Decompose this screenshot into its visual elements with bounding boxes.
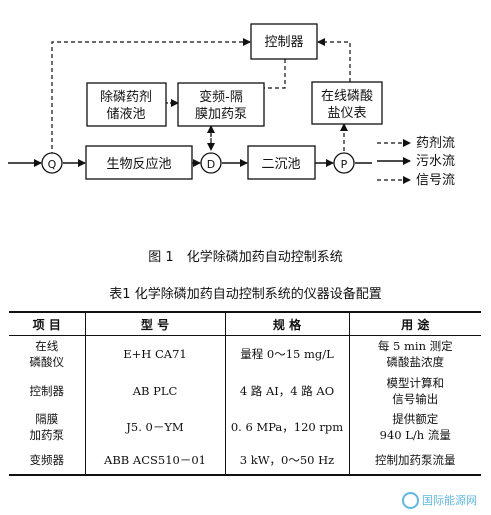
cell-spec: 量程 0～15 mg/L <box>224 335 349 373</box>
pump-label-2: 膜加药泵 <box>195 107 247 122</box>
header-item: 项 目 <box>9 311 85 336</box>
bio-tank-label: 生物反应池 <box>106 156 171 172</box>
node-p-label: P <box>341 158 348 171</box>
analyzer-label-1: 在线磷酸 <box>321 89 373 104</box>
cell-item: 控制器 <box>29 383 65 398</box>
legend-reagent-flow: 药剂流 <box>416 136 455 151</box>
bio-tank-box <box>85 145 193 180</box>
equipment-table: 项 目 型 号 规 格 用 途 在线磷酸仪 E+H CA71 量程 0～15 m… <box>9 311 481 476</box>
reagent-lines <box>166 99 215 151</box>
sewage-lines <box>8 157 411 167</box>
cell-model: J5. 0－YM <box>84 409 225 446</box>
reagent-tank-box <box>86 82 167 127</box>
node-d-label: D <box>207 158 215 171</box>
pump-box <box>177 82 265 127</box>
table-row: 在线磷酸仪 E+H CA71 量程 0～15 mg/L 每 5 min 测定磷酸… <box>9 335 481 373</box>
cell-model: ABB ACS510－01 <box>84 445 225 476</box>
analyzer-box <box>311 81 383 125</box>
reagent-tank-label-1: 除磷药剂 <box>100 90 152 105</box>
legend: 药剂流 污水流 信号流 <box>416 136 455 188</box>
node-d <box>200 152 222 174</box>
control-system-diagram: 控制器 除磷药剂 储液池 变频-隔 膜加药泵 在线磷酸 盐仪表 生物反应池 二沉… <box>8 23 455 188</box>
reagent-tank-label-2: 储液池 <box>106 107 145 122</box>
cell-spec: 3 kW，0～50 Hz <box>224 445 349 476</box>
controller-label: 控制器 <box>264 35 303 50</box>
cell-item: 变频器 <box>9 445 85 476</box>
table-row: 控制器 AB PLC 4 路 AI，4 路 AO 模型计算和信号输出 <box>9 372 481 409</box>
node-q <box>41 152 63 174</box>
table-caption: 表1 化学除磷加药自动控制系统的仪器设备配置 <box>109 287 382 302</box>
legend-signal-flow: 信号流 <box>416 173 455 188</box>
cell-item: 隔膜加药泵 <box>29 412 65 443</box>
cell-model: E+H CA71 <box>84 335 225 373</box>
node-p <box>333 152 355 174</box>
table-header-row: 项 目 型 号 规 格 用 途 <box>9 311 481 336</box>
header-spec: 规 格 <box>224 311 349 336</box>
watermark-text: 国际能源网 <box>422 493 477 507</box>
legend-sewage-flow: 污水流 <box>416 154 455 169</box>
cell-item: 在线磷酸仪 <box>29 339 65 370</box>
figure-caption: 图 1 化学除磷加药自动控制系统 <box>148 250 343 265</box>
pump-label-1: 变频-隔 <box>199 89 243 105</box>
watermark-logo-icon <box>402 492 419 509</box>
node-q-label: Q <box>48 158 57 171</box>
cell-use: 控制加药泵流量 <box>348 445 481 476</box>
header-model: 型 号 <box>84 311 225 336</box>
clarifier-box <box>247 145 316 180</box>
cell-spec: 0. 6 MPa，120 rpm <box>224 409 349 446</box>
cell-spec: 4 路 AI，4 路 AO <box>224 372 349 409</box>
clarifier-label: 二沉池 <box>261 157 300 172</box>
watermark: 国际能源网 <box>402 492 477 509</box>
header-use: 用 途 <box>348 311 481 336</box>
analyzer-label-2: 盐仪表 <box>327 106 366 121</box>
table-row: 变频器 ABB ACS510－01 3 kW，0～50 Hz 控制加药泵流量 <box>9 445 481 476</box>
cell-model: AB PLC <box>84 372 225 409</box>
cell-use: 每 5 min 测定磷酸盐浓度 <box>348 335 481 373</box>
cell-use: 模型计算和信号输出 <box>348 372 481 409</box>
controller-box <box>250 23 318 60</box>
